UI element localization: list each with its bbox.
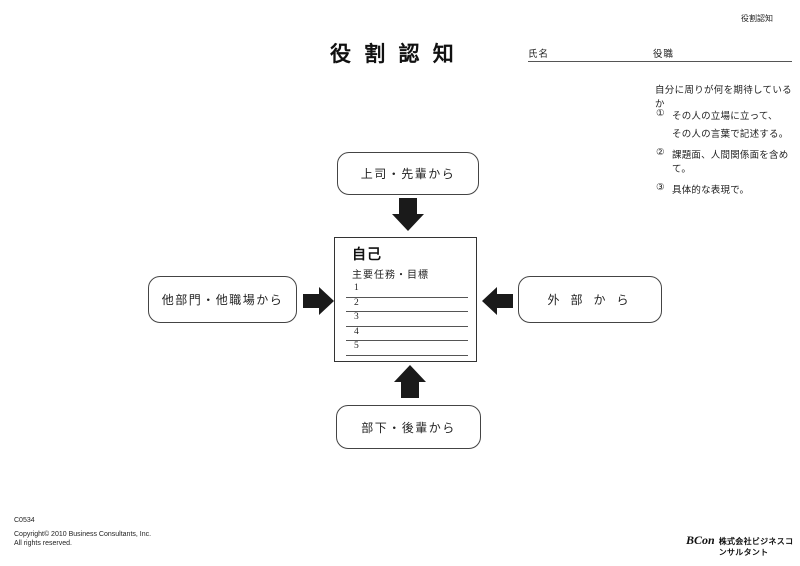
- task-row: 4: [346, 327, 468, 341]
- role-field: 役職: [653, 46, 792, 62]
- self-box-subtitle: 主要任務・目標: [352, 270, 429, 281]
- self-box: 自己 主要任務・目標 1 2 3 4 5: [334, 237, 477, 362]
- instruction-item: ② 課題面、人間関係面を含めて。: [656, 147, 796, 179]
- arrow-down-icon: [392, 198, 424, 231]
- instruction-text: その人の立場に立って、: [672, 112, 778, 122]
- company-name: 株式会社ビジネスコンサルタント: [718, 537, 794, 557]
- source-box-other-departments: 他部門・他職場から: [148, 276, 297, 323]
- source-box-subordinates: 部下・後輩から: [336, 405, 481, 449]
- arrow-up-icon: [394, 365, 426, 398]
- role-field-label: 役職: [653, 50, 675, 60]
- instruction-text: 課題面、人間関係面を含めて。: [672, 151, 789, 175]
- self-box-title: 自己: [352, 246, 382, 262]
- company-branding: BCon 株式会社ビジネスコンサルタント: [686, 533, 800, 558]
- bcon-logo: BCon: [686, 533, 715, 547]
- copyright-line: All rights reserved.: [14, 539, 72, 547]
- copyright-line: Copyright© 2010 Business Consultants, In…: [14, 531, 152, 538]
- task-row: 1: [346, 283, 468, 298]
- task-list: 1 2 3 4 5: [346, 283, 468, 356]
- instructions-list: ① その人の立場に立って、 その人の言葉で記述する。 ② 課題面、人間関係面を含…: [656, 108, 796, 203]
- instruction-item: ① その人の立場に立って、 その人の言葉で記述する。: [656, 108, 796, 144]
- corner-document-label: 役割認知: [741, 14, 773, 23]
- task-row: 3: [346, 312, 468, 327]
- page-title: 役 割 認 知: [330, 42, 458, 66]
- instruction-number: ①: [656, 109, 665, 119]
- arrow-left-icon: [482, 287, 513, 315]
- instructions-lead: 自分に周りが何を期待しているか: [655, 86, 792, 110]
- source-box-external: 外 部 か ら: [518, 276, 662, 323]
- document-code: C0534: [14, 517, 35, 524]
- instruction-text: 具体的な表現で。: [672, 186, 750, 196]
- name-field: 氏名: [528, 46, 655, 62]
- instruction-text: その人の言葉で記述する。: [672, 130, 789, 140]
- instruction-number: ③: [656, 183, 665, 193]
- instruction-item: ③ 具体的な表現で。: [656, 182, 796, 200]
- name-field-label: 氏名: [528, 50, 550, 60]
- task-row: 2: [346, 298, 468, 312]
- task-row: 5: [346, 341, 468, 356]
- instruction-number: ②: [656, 148, 665, 158]
- source-box-superiors: 上司・先輩から: [337, 152, 479, 195]
- arrow-right-icon: [303, 287, 334, 315]
- copyright-notice: Copyright© 2010 Business Consultants, In…: [14, 531, 151, 548]
